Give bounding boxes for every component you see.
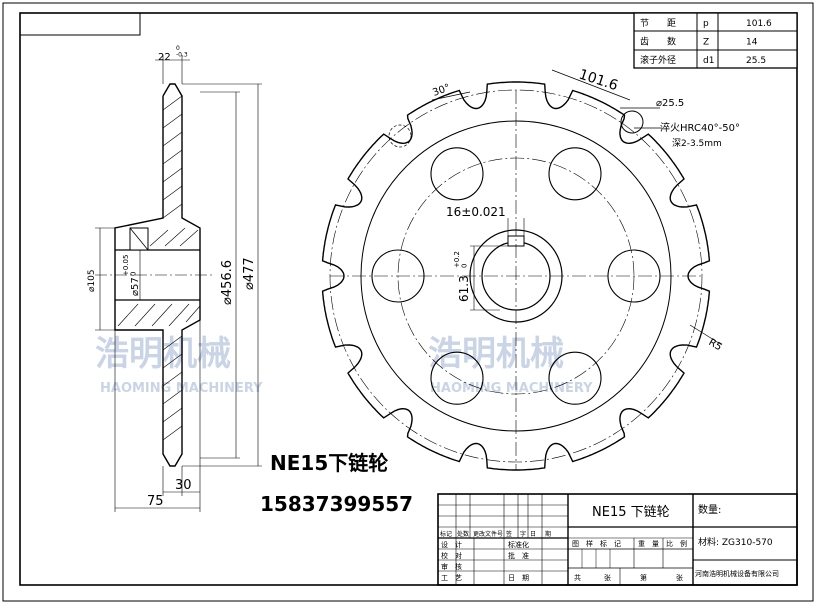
tb-rev-header: 字 <box>520 530 526 538</box>
dim-bore-tol: +0.050 <box>122 255 138 276</box>
side-view-dims: 22 0-0.3 ⌀105 ⌀57 +0.050 ⌀456.6 ⌀477 75 … <box>87 45 257 509</box>
tb-part-name: NE15 下链轮 <box>592 505 670 520</box>
tb-footer-label: 第 <box>640 573 647 582</box>
tb-rev-header: 日 <box>530 531 536 538</box>
tb-company: 河南浩明机械设备有限公司 <box>695 569 779 578</box>
dim-hub-od: ⌀105 <box>87 269 97 292</box>
param-symbol: d1 <box>703 56 714 66</box>
product-title: NE15下链轮 <box>270 451 388 475</box>
tb-rev-header: 签 <box>506 530 512 538</box>
tb-row-label: 审 核 <box>441 562 462 571</box>
dim-chain-pitch: 101.6 <box>577 67 620 95</box>
dim-bore: ⌀57 <box>130 277 141 296</box>
param-label: 节 距 <box>640 18 676 29</box>
tb-stage-header: 图 样 标 记 <box>572 539 621 548</box>
front-view <box>321 69 723 471</box>
watermark-right: 浩明机械 HAOMING MACHINERY <box>428 334 593 396</box>
dim-roller: ⌀25.5 <box>656 98 684 109</box>
side-view <box>95 55 262 512</box>
dim-top-tol: 0-0.3 <box>176 45 188 59</box>
dim-keyway-width: 16±0.021 <box>446 205 506 219</box>
tb-footer-label: 张 <box>676 573 683 582</box>
lightening-hole <box>430 351 484 405</box>
tb-rev-header: 标记 <box>440 530 452 538</box>
tb-row-label: 校 对 <box>441 551 462 560</box>
param-value: 101.6 <box>746 19 772 29</box>
lightening-hole <box>548 147 602 201</box>
title-block-text: NE15 下链轮 数量: 材料: ZG310-570 河南浩明机械设备有限公司 … <box>440 503 779 582</box>
tb-rev-header: 处数 <box>457 530 469 538</box>
param-value: 14 <box>746 38 758 48</box>
note-hardening-2: 深2-3.5mm <box>672 138 722 149</box>
param-label: 滚子外径 <box>640 54 676 66</box>
param-symbol: Z <box>703 38 709 48</box>
params-table: 节 距 p 101.6 齿 数 Z 14 滚子外径 d1 25.5 <box>633 12 798 69</box>
tb-material: 材料: ZG310-570 <box>698 536 773 548</box>
tb-mid-label: 批 准 <box>508 551 529 560</box>
dim-tooth-width: 30 <box>175 478 192 493</box>
watermark-cn: 浩明机械 <box>428 334 564 374</box>
tb-mid-label: 日 期 <box>508 574 529 582</box>
watermark-left: 浩明机械 HAOMING MACHINERY <box>95 334 263 396</box>
lightening-hole <box>430 147 484 201</box>
dim-radius: R5 <box>707 337 724 353</box>
dim-outer-diameter: ⌀477 <box>242 257 257 290</box>
dim-keyway-depth: 61.3 <box>457 275 471 302</box>
tb-stage-header: 重 量 <box>638 540 659 548</box>
title-block <box>437 493 798 586</box>
phone-number: 15837399557 <box>260 492 413 516</box>
dim-pitch-diameter: ⌀456.6 <box>220 260 235 305</box>
dim-keyway-depth-tol: +0.20 <box>453 251 469 268</box>
tb-mid-label: 标准化 <box>508 540 529 549</box>
tb-rev-header: 更改文件号 <box>473 530 503 538</box>
param-symbol: p <box>703 19 709 29</box>
tb-footer-label: 张 <box>604 573 611 582</box>
dim-width: 75 <box>147 494 164 509</box>
tb-rev-header: 期 <box>545 530 551 538</box>
lightening-hole <box>548 351 602 405</box>
inner-frame <box>19 12 798 586</box>
tb-row-label: 设 计 <box>441 540 462 549</box>
tb-footer-label: 共 <box>574 573 581 582</box>
tb-stage-header: 比 例 <box>666 539 687 548</box>
param-label: 齿 数 <box>640 36 676 48</box>
tb-qty-label: 数量: <box>698 503 721 516</box>
param-value: 25.5 <box>746 56 766 66</box>
top-left-box <box>19 12 141 36</box>
dim-top: 22 <box>158 52 171 63</box>
tb-row-label: 工 艺 <box>441 574 462 582</box>
note-hardening-1: 淬火HRC40°-50° <box>660 121 740 134</box>
